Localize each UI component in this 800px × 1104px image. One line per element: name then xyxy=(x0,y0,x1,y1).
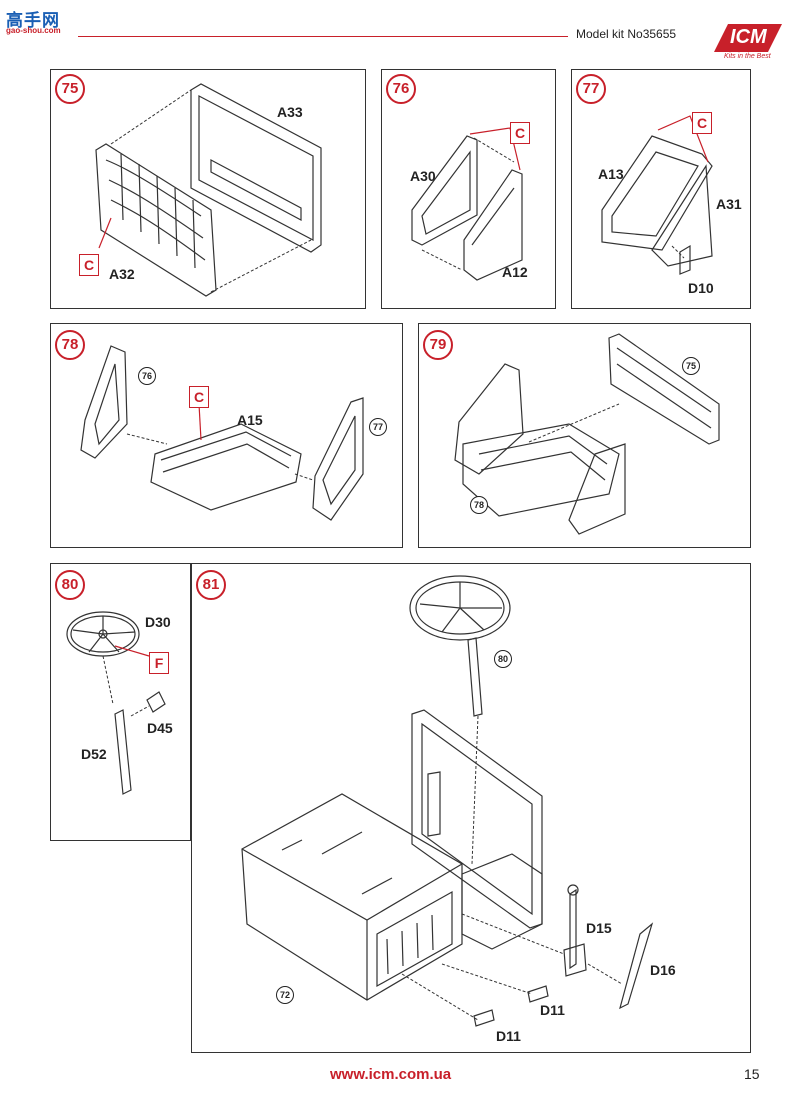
step-79-panel: 79 75 78 xyxy=(418,323,751,548)
part-d11-label: D11 xyxy=(540,1002,565,1018)
callout-c: C xyxy=(79,254,99,276)
step-81-illustration xyxy=(241,575,654,1027)
step-77-panel: 77 C A13 A31 D10 xyxy=(571,69,751,309)
callout-f: F xyxy=(149,652,169,674)
step-81-panel: 81 80 D15 D16 D11 D11 xyxy=(191,563,751,1053)
callout-c: C xyxy=(692,112,712,134)
step-76-number: 76 xyxy=(386,74,416,104)
ref-77: 77 xyxy=(369,418,387,436)
site-logo-url: gao-shou.com xyxy=(6,26,61,35)
part-d15-label: D15 xyxy=(586,920,612,936)
step-75-panel: 75 A33 A32 C xyxy=(50,69,366,309)
site-logo: 高手网 gao-shou.com xyxy=(6,6,76,36)
kit-label: Model kit No35655 xyxy=(576,27,677,41)
ref-76: 76 xyxy=(138,367,156,385)
ref-80: 80 xyxy=(494,650,512,668)
site-logo-text: 高手网 xyxy=(6,11,60,31)
step-81-number: 81 xyxy=(196,570,226,600)
step-79-number: 79 xyxy=(423,330,453,360)
step-75-number: 75 xyxy=(55,74,85,104)
step-77-illustration xyxy=(601,115,713,275)
part-a30-label: A30 xyxy=(410,168,436,184)
callout-c: C xyxy=(510,122,530,144)
part-a32-label: A32 xyxy=(109,266,135,282)
step-80-panel: 80 D30 F D45 D52 xyxy=(50,563,191,841)
step-80-number: 80 xyxy=(55,570,85,600)
brand-tagline: Kits in the Best xyxy=(724,53,771,60)
footer-url[interactable]: www.icm.com.ua xyxy=(330,1066,452,1083)
step-76-panel: 76 C A30 A12 xyxy=(381,69,556,309)
part-a13-label: A13 xyxy=(598,166,624,182)
step-75-illustration xyxy=(95,83,322,297)
part-d30-label: D30 xyxy=(145,614,171,630)
step-76-illustration xyxy=(411,127,523,281)
step-78-panel: 78 76 C A15 77 xyxy=(50,323,403,548)
step-78-illustration xyxy=(80,345,364,521)
brand-logo: ICM Kits in the Best xyxy=(712,18,786,64)
callout-c: C xyxy=(189,386,209,408)
part-d11-label-2: D11 xyxy=(496,1028,521,1044)
part-a31-label: A31 xyxy=(716,196,742,212)
part-d16-label: D16 xyxy=(650,962,676,978)
part-d52-label: D52 xyxy=(81,746,107,762)
page-number: 15 xyxy=(744,1066,760,1082)
part-d45-label: D45 xyxy=(147,720,173,736)
step-77-number: 77 xyxy=(576,74,606,104)
part-d10-label: D10 xyxy=(688,280,714,296)
part-a15-label: A15 xyxy=(237,412,263,428)
ref-72: 72 xyxy=(276,986,294,1004)
ref-75: 75 xyxy=(682,357,700,375)
brand-name: ICM xyxy=(730,26,767,48)
step-79-illustration xyxy=(454,333,720,535)
part-a33-label: A33 xyxy=(277,104,303,120)
step-80-illustration xyxy=(66,611,166,795)
ref-78: 78 xyxy=(470,496,488,514)
header-rule xyxy=(78,36,568,37)
part-a12-label: A12 xyxy=(502,264,528,280)
step-78-number: 78 xyxy=(55,330,85,360)
